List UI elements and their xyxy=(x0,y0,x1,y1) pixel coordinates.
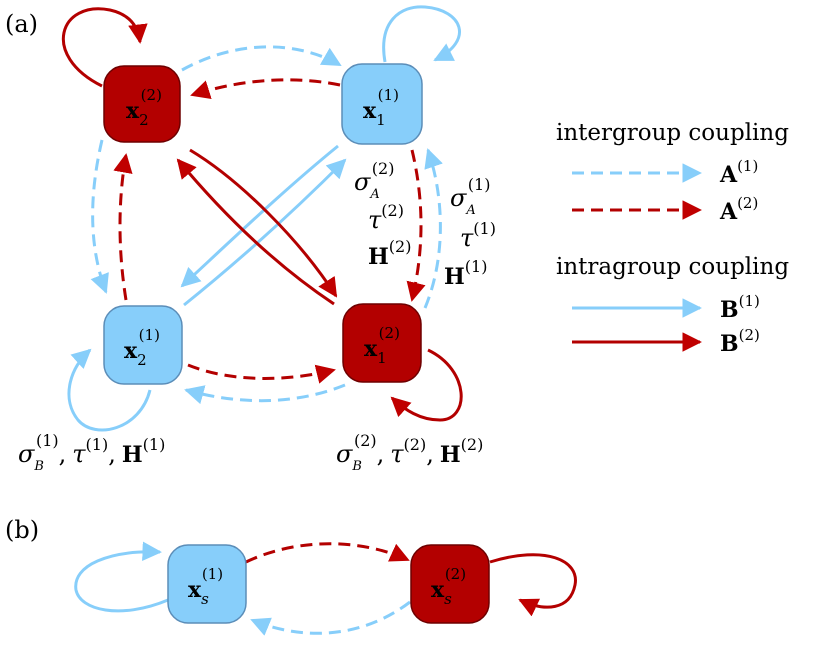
svg-text:A(1): A(1) xyxy=(719,157,758,188)
svg-text:σB(1),τ(1),H(1): σB(1),τ(1),H(1) xyxy=(18,431,165,474)
node-xs1: xs(1) xyxy=(167,544,247,624)
svg-text:x1(2): x1(2) xyxy=(364,324,400,367)
dashed-arrow-x2-1-to-x2-2 xyxy=(113,153,133,301)
legend: intergroup coupling A(1) A(2) intragroup… xyxy=(556,120,789,357)
dashed-arrow-x1-1-to-x1-2 xyxy=(406,149,426,302)
dashed-arrow-x1-2-to-x2-1 xyxy=(184,383,346,405)
svg-text:x2(2): x2(2) xyxy=(126,86,162,129)
node-xs2: xs(2) xyxy=(410,544,490,624)
legend-intragroup-title: intragroup coupling xyxy=(556,254,789,280)
self-loop-x1-1 xyxy=(382,5,461,63)
dashed-arrow-x1-1-to-x2-2 xyxy=(190,78,341,100)
svg-text:B(2): B(2) xyxy=(720,326,760,357)
solid-arrow-x2-1-to-x1-1 xyxy=(183,158,347,307)
panel-a-label: (a) xyxy=(5,10,38,38)
node-x1-1: x1(1) xyxy=(341,63,423,145)
dashed-arrow-x1-2-to-x1-1 xyxy=(423,148,443,309)
svg-text:A(2): A(2) xyxy=(719,194,758,225)
params-mid-left: σA(2) τ(2) H(2) xyxy=(354,159,411,270)
self-loop-x1-2 xyxy=(390,348,463,422)
svg-text:τ(2): τ(2) xyxy=(368,201,404,234)
svg-text:xs(2): xs(2) xyxy=(431,565,466,608)
params-mid-right: σA(1) τ(1) H(1) xyxy=(444,175,496,290)
self-loop-xs1 xyxy=(74,541,169,613)
node-x2-2: x2(2) xyxy=(103,65,181,143)
svg-text:τ(1): τ(1) xyxy=(460,219,496,252)
panel-b-label: (b) xyxy=(5,516,39,544)
svg-text:H(2): H(2) xyxy=(368,237,411,270)
self-loop-x2-1 xyxy=(67,348,152,432)
svg-text:σA(1): σA(1) xyxy=(450,175,490,218)
dashed-arrow-xs2-to-xs1 xyxy=(250,600,411,636)
svg-text:B(1): B(1) xyxy=(720,292,760,323)
solid-arrow-x1-1-to-x2-1 xyxy=(180,144,339,288)
params-bottom-left: σB(1),τ(1),H(1) xyxy=(18,431,165,474)
svg-text:x2(1): x2(1) xyxy=(124,326,160,369)
svg-text:x1(1): x1(1) xyxy=(363,86,399,129)
svg-text:σB(2),τ(2),H(2): σB(2),τ(2),H(2) xyxy=(336,431,483,474)
svg-text:H(1): H(1) xyxy=(444,257,487,290)
dashed-arrow-x2-2-to-x1-1 xyxy=(181,45,342,72)
solid-arrow-x1-2-to-x2-2 xyxy=(176,158,335,306)
dashed-arrow-x2-2-to-x2-1 xyxy=(90,139,109,294)
self-loop-x2-2 xyxy=(61,7,148,88)
legend-intergroup-title: intergroup coupling xyxy=(556,120,789,146)
svg-text:σA(2): σA(2) xyxy=(354,159,394,202)
dashed-arrow-x2-1-to-x1-2 xyxy=(187,363,336,384)
params-bottom-right: σB(2),τ(2),H(2) xyxy=(336,431,483,474)
dashed-arrow-xs1-to-xs2 xyxy=(245,542,410,564)
self-loop-xs2 xyxy=(489,553,577,617)
solid-arrow-x2-2-to-x1-2 xyxy=(189,148,338,298)
node-x2-1: x2(1) xyxy=(103,305,183,385)
svg-text:xs(1): xs(1) xyxy=(188,565,223,608)
node-x1-2: x1(2) xyxy=(342,303,422,383)
